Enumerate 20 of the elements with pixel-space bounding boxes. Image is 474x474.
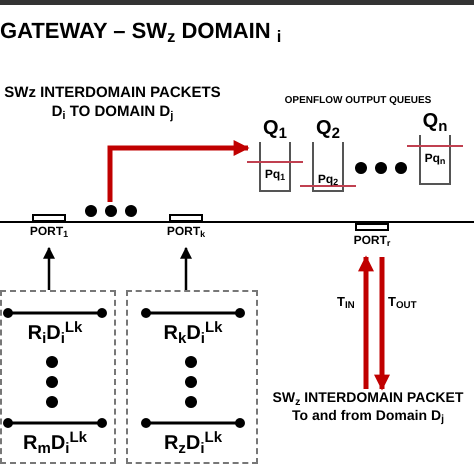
note-text: SWz INTERDOMAIN PACKETS D$_{i}$ TO DOMAIN D$_{j}$ bbox=[3, 84, 222, 122]
arrow bbox=[43, 246, 55, 290]
queue-level-label: Pq$_{n}$ bbox=[424, 150, 446, 167]
arrow bbox=[374, 257, 390, 391]
arrow bbox=[108, 140, 250, 202]
dashed-group-box bbox=[126, 290, 258, 464]
port-label: PORT$_{r}$ bbox=[354, 234, 390, 246]
queue-level-label: Pq$_{1}$ bbox=[264, 166, 286, 183]
port-label: PORT$_{1}$ bbox=[30, 225, 68, 237]
section-heading: OPENFLOW OUTPUT QUEUES bbox=[284, 94, 432, 108]
title: GATEWAY – SW$_{z}$ DOMAIN $_{i}$ bbox=[0, 17, 282, 47]
queue-label: Q$_{2}$ bbox=[316, 116, 340, 142]
queue-level-label: Pq$_{2}$ bbox=[318, 171, 338, 188]
queue-label: Q$_{1}$ bbox=[263, 116, 287, 142]
arrow bbox=[180, 246, 192, 290]
arrow bbox=[358, 255, 374, 389]
caption-text: SW$_{z}$ INTERDOMAIN PACKET To and from Domain D$_{j}$ bbox=[272, 389, 464, 424]
port-label: PORT$_{k}$ bbox=[166, 225, 206, 237]
queue-label: Q$_{n}$ bbox=[422, 109, 448, 135]
dashed-group-box bbox=[0, 290, 116, 464]
